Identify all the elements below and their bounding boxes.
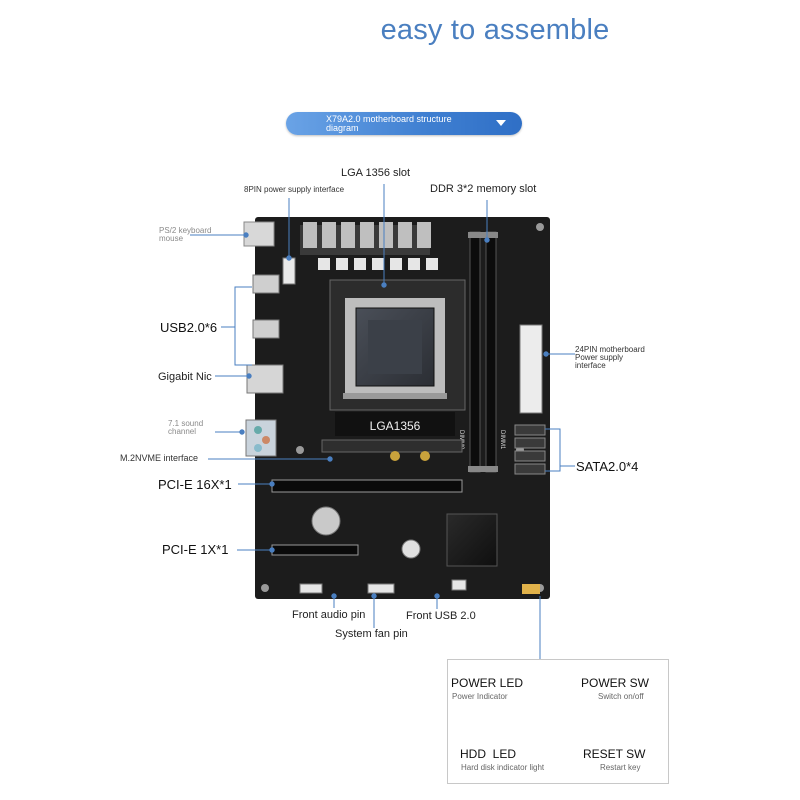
bottom-headers xyxy=(299,579,467,594)
power-sw-sub: Switch on/off xyxy=(598,692,644,701)
pcie-16x-slot xyxy=(271,479,463,493)
power-led-sub: Power Indicator xyxy=(452,692,508,701)
power-led-label: POWER LED xyxy=(451,676,524,690)
ps2-port xyxy=(243,221,275,247)
rear-io xyxy=(243,221,284,457)
hdd-led-sub: Hard disk indicator light xyxy=(461,763,545,772)
usb-port-1 xyxy=(252,274,280,294)
callout-sound: 7.1 sound channel xyxy=(168,419,204,436)
chevron-down-icon xyxy=(496,120,506,126)
usb-port-2 xyxy=(252,319,280,339)
chipset-heatsink xyxy=(446,513,498,567)
hdd-led-label: HDD LED xyxy=(460,747,517,761)
cpu-socket xyxy=(329,279,466,436)
pcie-1x-slot xyxy=(271,544,359,556)
cmos-battery xyxy=(311,506,341,536)
callout-ddr-slot: DDR 3*2 memory slot xyxy=(430,183,537,195)
front-panel-box xyxy=(447,659,669,784)
front-panel-header xyxy=(522,584,540,594)
sata-ports xyxy=(514,424,546,475)
callout-usb: USB2.0*6 xyxy=(160,320,218,335)
lan-port xyxy=(246,364,284,394)
diagram-title: X79A2.0 motherboard structure diagram xyxy=(326,114,452,133)
callout-lga-slot: LGA 1356 slot xyxy=(341,167,411,179)
callout-sys-fan: System fan pin xyxy=(335,628,408,640)
diagram-title-dropdown[interactable]: X79A2.0 motherboard structure diagram xyxy=(286,112,522,135)
callout-lines xyxy=(190,184,575,660)
dimm1-label: DIMM1 xyxy=(499,430,505,450)
dimm-slots xyxy=(468,231,498,473)
callout-sata: SATA2.0*4 xyxy=(576,459,639,474)
callout-ps2: PS/2 keyboard mouse xyxy=(159,226,212,243)
callout-nic: Gigabit Nic xyxy=(158,371,212,383)
callout-front-audio: Front audio pin xyxy=(292,609,366,621)
callout-24pin-power: 24PIN motherboard Power supply interface xyxy=(575,345,645,370)
callout-pcie1: PCI-E 1X*1 xyxy=(162,542,229,557)
24pin-connector xyxy=(519,324,543,414)
reset-sw-label: RESET SW xyxy=(583,747,646,761)
socket-label: LGA1356 xyxy=(370,419,421,433)
power-sw-label: POWER SW xyxy=(581,676,649,690)
headline: easy to assemble xyxy=(380,14,610,46)
callout-8pin-power: 8PIN power supply interface xyxy=(244,185,345,194)
8pin-connector xyxy=(282,257,296,285)
m2-slot xyxy=(321,439,463,453)
callout-front-usb: Front USB 2.0 xyxy=(406,610,476,622)
callout-m2: M.2NVME interface xyxy=(120,453,199,463)
reset-sw-sub: Restart key xyxy=(600,763,641,772)
callout-pcie16: PCI-E 16X*1 xyxy=(158,477,232,492)
vrm-area xyxy=(282,222,438,285)
